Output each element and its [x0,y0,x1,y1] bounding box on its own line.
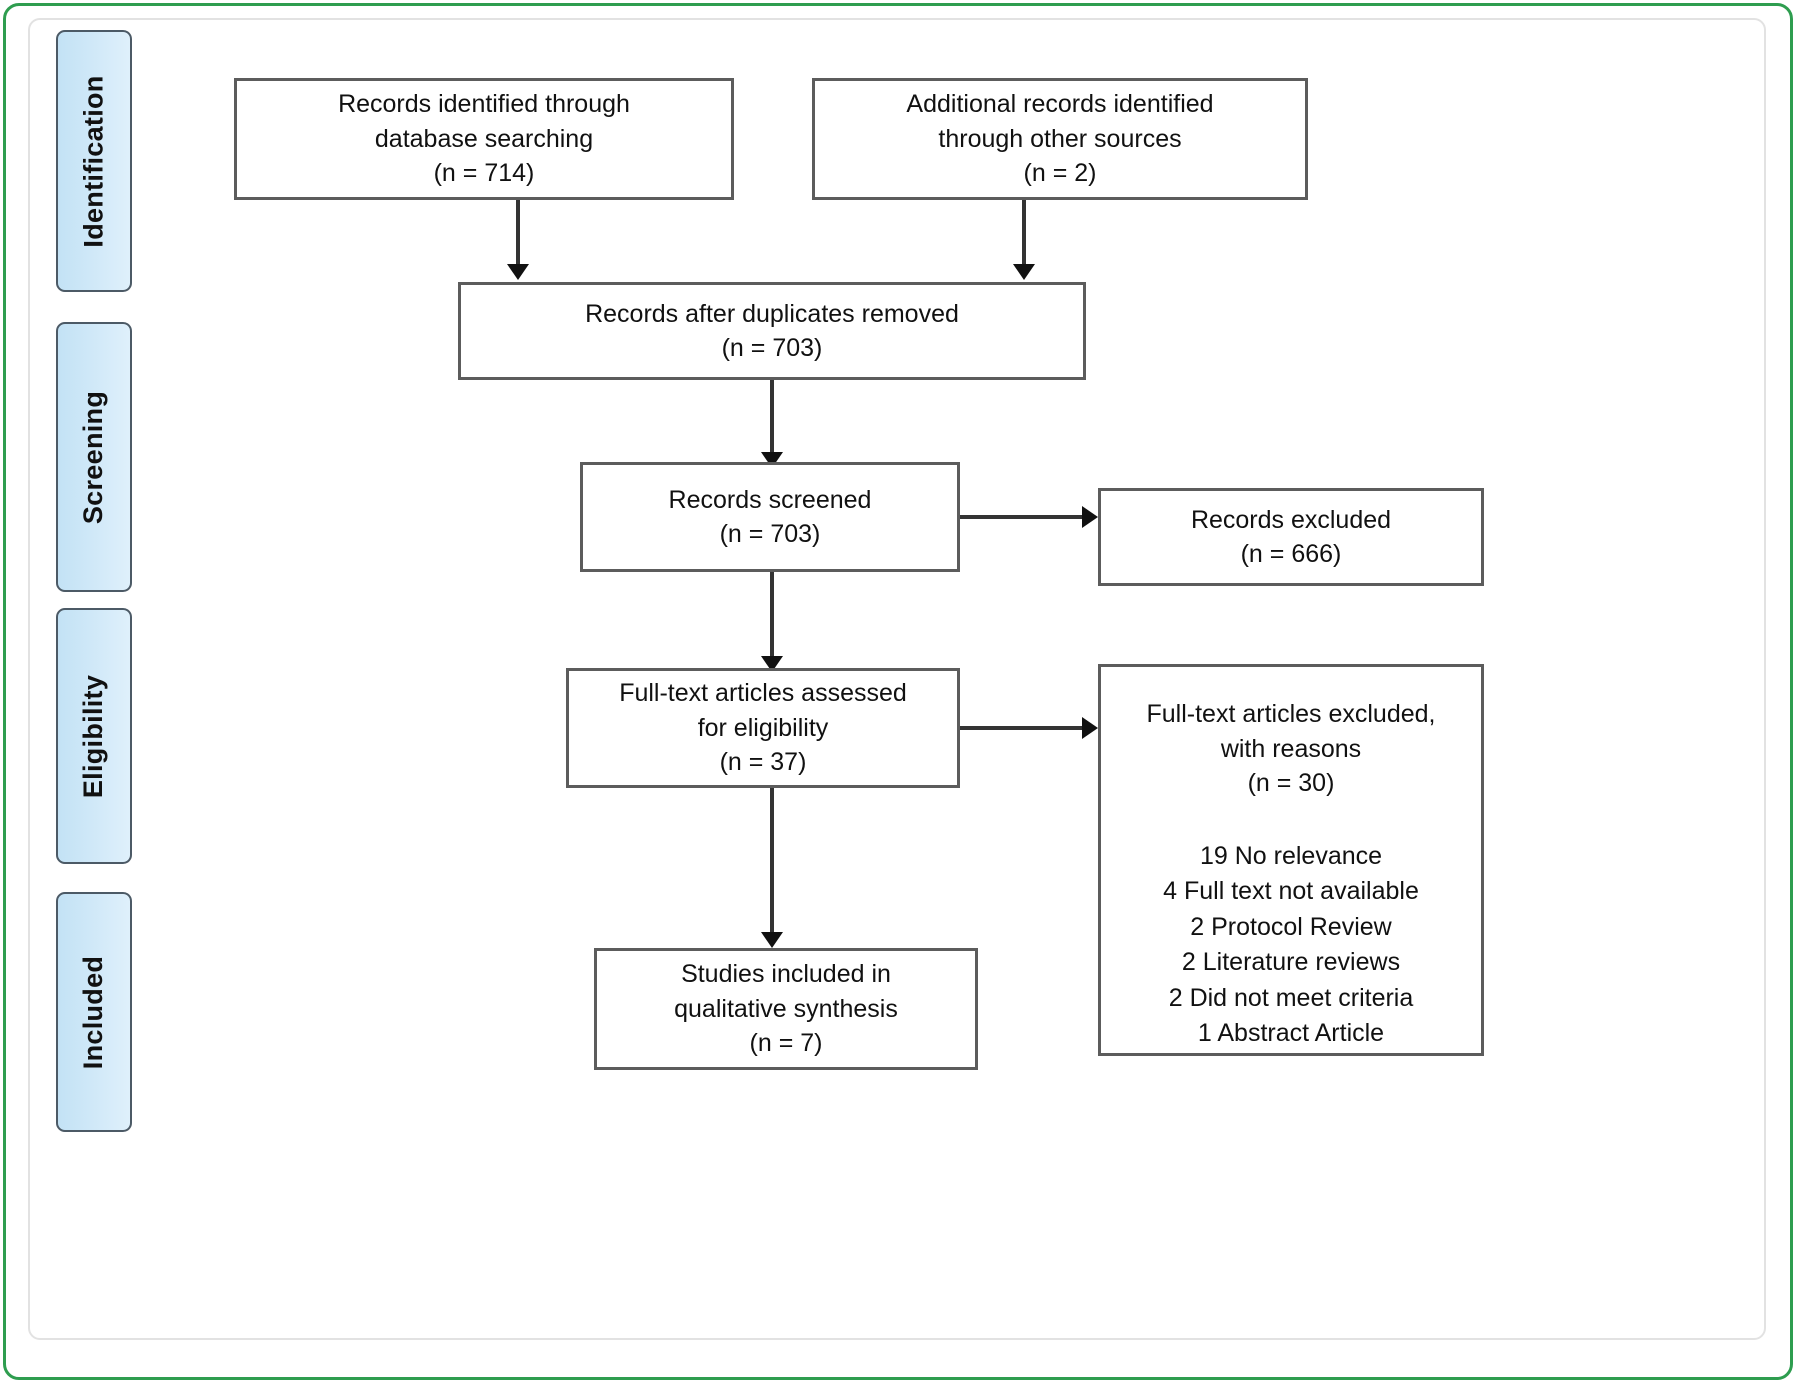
connector-other-to-duplicates [1022,200,1026,268]
box-records-after-duplicates-removed: Records after duplicates removed (n = 70… [458,282,1086,380]
studies-included-line-1: Studies included in [681,960,891,989]
fulltext-excluded-heading: Full-text articles excluded, with reason… [1113,697,1469,801]
reason-item: 19 No relevance [1199,841,1383,870]
studies-included-line-2: qualitative synthesis [674,994,898,1023]
stage-identification: Identification [56,30,132,292]
database-search-line-1: Records identified through [338,90,630,119]
arrow-other-to-duplicates [1013,264,1035,280]
reason-item: 2 Did not meet criteria [1168,983,1414,1012]
duplicates-removed-count: (n = 703) [721,334,823,362]
box-records-screened: Records screened (n = 703) [580,462,960,572]
fulltext-assessed-line-1: Full-text articles assessed [619,679,907,708]
box-fulltext-articles-assessed: Full-text articles assessed for eligibil… [566,668,960,788]
stage-identification-label: Identification [78,74,109,248]
fulltext-assessed-line-2: for eligibility [697,713,829,742]
connector-database-to-duplicates [516,200,520,268]
box-fulltext-articles-excluded-with-reasons: Full-text articles excluded, with reason… [1098,664,1484,1056]
box-studies-included-qualitative-synthesis: Studies included in qualitative synthesi… [594,948,978,1070]
fulltext-excluded-line-1: Full-text articles excluded, [1146,700,1436,728]
outer-frame-border [3,3,1793,1380]
fulltext-excluded-line-2: with reasons [1220,734,1362,763]
other-sources-line-1: Additional records identified [906,90,1214,119]
other-sources-count: (n = 2) [1023,159,1097,188]
records-excluded-line-1: Records excluded [1190,505,1392,534]
arrow-database-to-duplicates [507,264,529,280]
database-search-line-2: database searching [374,124,594,153]
records-screened-count: (n = 703) [719,520,821,548]
fulltext-excluded-reasons-list: 19 No relevance 4 Full text not availabl… [1113,839,1469,1052]
records-screened-line-1: Records screened [668,485,872,514]
connector-fulltext-to-included [770,788,774,936]
records-excluded-count: (n = 666) [1240,540,1342,568]
reason-item: 2 Literature reviews [1181,948,1401,976]
connector-screened-to-excluded [960,515,1088,519]
connector-duplicates-to-screened [770,380,774,456]
fulltext-excluded-count: (n = 30) [1247,769,1335,797]
stage-screening-label: Screening [78,390,109,524]
box-records-excluded: Records excluded (n = 666) [1098,488,1484,586]
stage-included: Included [56,892,132,1132]
fulltext-assessed-count: (n = 37) [719,748,807,777]
connector-screened-to-fulltext [770,572,774,660]
reason-item: 4 Full text not available [1163,877,1419,905]
database-search-count: (n = 714) [433,159,535,188]
box-records-identified-database: Records identified through database sear… [234,78,734,200]
arrow-screened-to-excluded [1082,506,1098,528]
reason-item: 1 Abstract Article [1197,1019,1385,1047]
arrow-fulltext-to-included [761,932,783,948]
stage-screening: Screening [56,322,132,592]
stage-eligibility: Eligibility [56,608,132,864]
reason-item: 2 Protocol Review [1190,912,1392,941]
arrow-fulltext-to-excluded [1082,717,1098,739]
studies-included-count: (n = 7) [749,1029,823,1058]
box-additional-records-other-sources: Additional records identified through ot… [812,78,1308,200]
duplicates-removed-line-1: Records after duplicates removed [585,299,959,328]
stage-included-label: Included [78,955,109,1069]
stage-eligibility-label: Eligibility [78,674,109,798]
other-sources-line-2: through other sources [938,124,1182,153]
connector-fulltext-to-excluded [960,726,1088,730]
